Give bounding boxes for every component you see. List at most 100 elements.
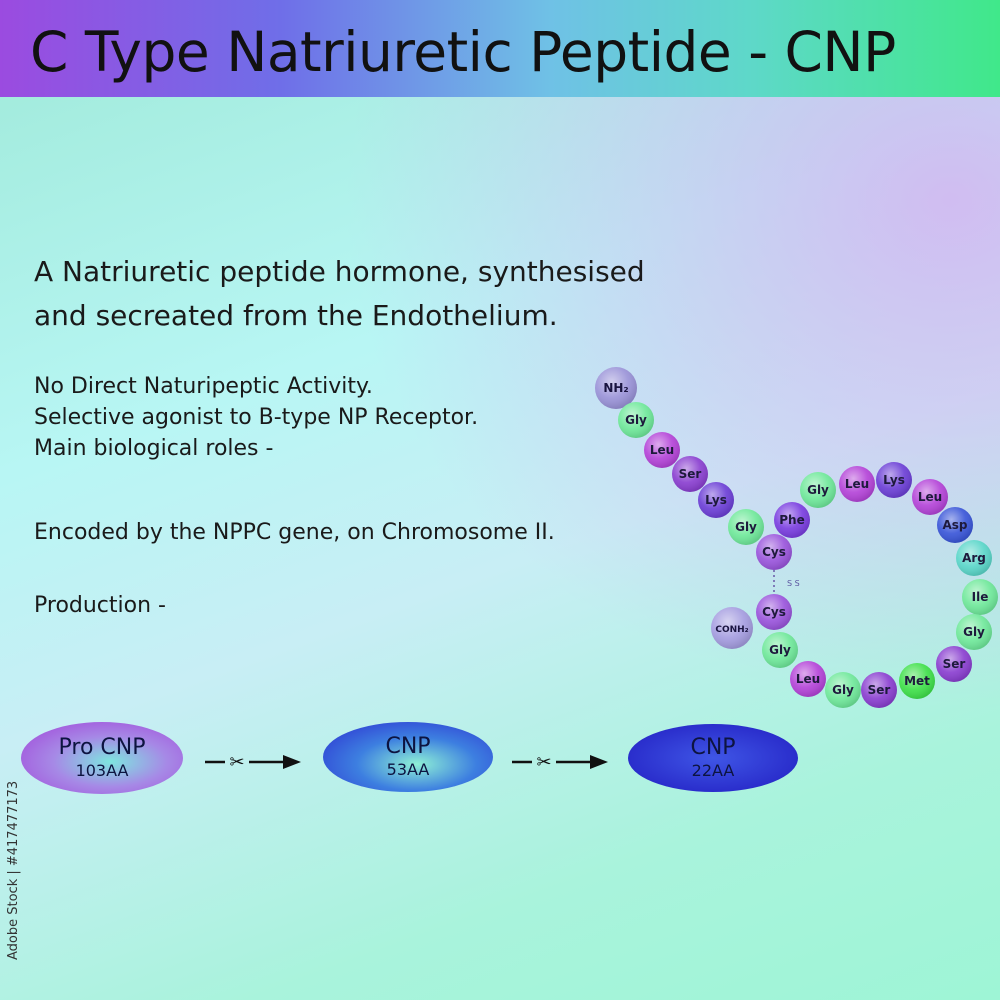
residue-cys-8: Cys [756, 534, 792, 570]
stage-name: Pro CNP [58, 735, 146, 760]
residue-leu-12: Leu [912, 479, 948, 515]
residue-highlight [728, 509, 764, 545]
residue-label: Leu [918, 490, 942, 504]
residue-leu-3: Leu [644, 432, 680, 468]
residue-highlight [825, 672, 861, 708]
production-label: Production - [34, 593, 166, 618]
residue-met-18: Met [899, 663, 935, 699]
residue-highlight [672, 456, 708, 492]
residue-gly-22: Gly [762, 632, 798, 668]
residue-highlight [956, 540, 992, 576]
arrowhead [283, 755, 301, 769]
residue-highlight [790, 661, 826, 697]
residue-highlight [774, 502, 810, 538]
fact-activity: No Direct Naturipeptic Activity. [34, 374, 373, 399]
residue-label: Phe [779, 513, 804, 527]
residue-highlight [595, 367, 637, 409]
stage-cnp-22: CNP 22AA [628, 724, 798, 792]
residue-label: Ser [679, 467, 702, 481]
gene-text: Encoded by the NPPC gene, on Chromosome … [34, 520, 555, 545]
residue-gly-20: Gly [825, 672, 861, 708]
residue-highlight [839, 466, 875, 502]
residue-label: Leu [845, 477, 869, 491]
fact-roles: Main biological roles - [34, 436, 274, 461]
residue-highlight [899, 663, 935, 699]
residue-highlight [912, 479, 948, 515]
residue-highlight [876, 462, 912, 498]
residue-gly-6: Gly [728, 509, 764, 545]
residue-lys-11: Lys [876, 462, 912, 498]
stage-length: 103AA [75, 761, 129, 780]
residue-label: Lys [705, 493, 727, 507]
stage-length: 22AA [691, 761, 735, 780]
residue-highlight [711, 607, 753, 649]
stock-watermark: Adobe Stock | #417477173 [6, 780, 21, 960]
residue-label: Asp [942, 518, 967, 532]
stage-name: CNP [690, 735, 736, 760]
residue-label: Gly [625, 413, 647, 427]
residue-leu-21: Leu [790, 661, 826, 697]
residue-label: Lys [883, 473, 905, 487]
residue-ser-17: Ser [936, 646, 972, 682]
residue-highlight [936, 646, 972, 682]
stage-pro-cnp: Pro CNP 103AA [21, 722, 183, 794]
disulfide-label: S S [787, 579, 800, 588]
residue-highlight [861, 672, 897, 708]
residue-gly-2: Gly [618, 402, 654, 438]
residue-label: Leu [650, 443, 674, 457]
stage-length: 53AA [386, 760, 430, 779]
title-bar: C Type Natriuretic Peptide - CNP [0, 0, 1000, 97]
residue-label: Arg [962, 551, 986, 565]
residue-conh-24: CONH₂ [711, 607, 753, 649]
residue-asp-13: Asp [937, 507, 973, 543]
residue-label: CONH₂ [715, 625, 748, 635]
residue-label: Gly [807, 483, 829, 497]
residue-label: Ser [943, 657, 966, 671]
residue-leu-10: Leu [839, 466, 875, 502]
residue-highlight [698, 482, 734, 518]
scissors-icon: ✂ [536, 752, 551, 773]
residue-highlight [937, 507, 973, 543]
residue-ser-19: Ser [861, 672, 897, 708]
fact-receptor: Selective agonist to B-type NP Receptor. [34, 405, 479, 430]
residue-label: NH₂ [603, 381, 628, 395]
residue-cys-23: Cys [756, 594, 792, 630]
stage-name: CNP [385, 734, 431, 759]
intro-line-2: and secreated from the Endothelium. [34, 299, 558, 332]
residue-phe-7: Phe [774, 502, 810, 538]
residue-label: Ile [972, 590, 989, 604]
residue-highlight [644, 432, 680, 468]
facts-list: No Direct Naturipeptic Activity. Selecti… [34, 371, 478, 464]
scissors-icon: ✂ [229, 752, 244, 773]
residue-label: Ser [868, 683, 891, 697]
residue-highlight [800, 472, 836, 508]
residue-highlight [762, 632, 798, 668]
residue-label: Leu [796, 672, 820, 686]
residue-label: Gly [832, 683, 854, 697]
residue-label: Gly [769, 643, 791, 657]
intro-text: A Natriuretic peptide hormone, synthesis… [34, 250, 645, 338]
residue-label: Met [904, 674, 930, 688]
residue-ser-4: Ser [672, 456, 708, 492]
intro-line-1: A Natriuretic peptide hormone, synthesis… [34, 255, 645, 288]
residue-label: Gly [963, 625, 985, 639]
stage-cnp-53: CNP 53AA [323, 722, 493, 792]
cleavage-arrow-1: ✂ [205, 752, 301, 773]
residue-highlight [618, 402, 654, 438]
residue-highlight [756, 594, 792, 630]
residue-arg-14: Arg [956, 540, 992, 576]
residue-highlight [962, 579, 998, 615]
residue-nh-1: NH₂ [595, 367, 637, 409]
residue-label: Cys [762, 605, 786, 619]
residue-ile-15: Ile [962, 579, 998, 615]
residue-label: Gly [735, 520, 757, 534]
arrowhead [590, 755, 608, 769]
cleavage-arrow-2: ✂ [512, 752, 608, 773]
residue-lys-5: Lys [698, 482, 734, 518]
residue-highlight [956, 614, 992, 650]
residue-label: Cys [762, 545, 786, 559]
residue-highlight [756, 534, 792, 570]
residue-gly-16: Gly [956, 614, 992, 650]
residue-gly-9: Gly [800, 472, 836, 508]
